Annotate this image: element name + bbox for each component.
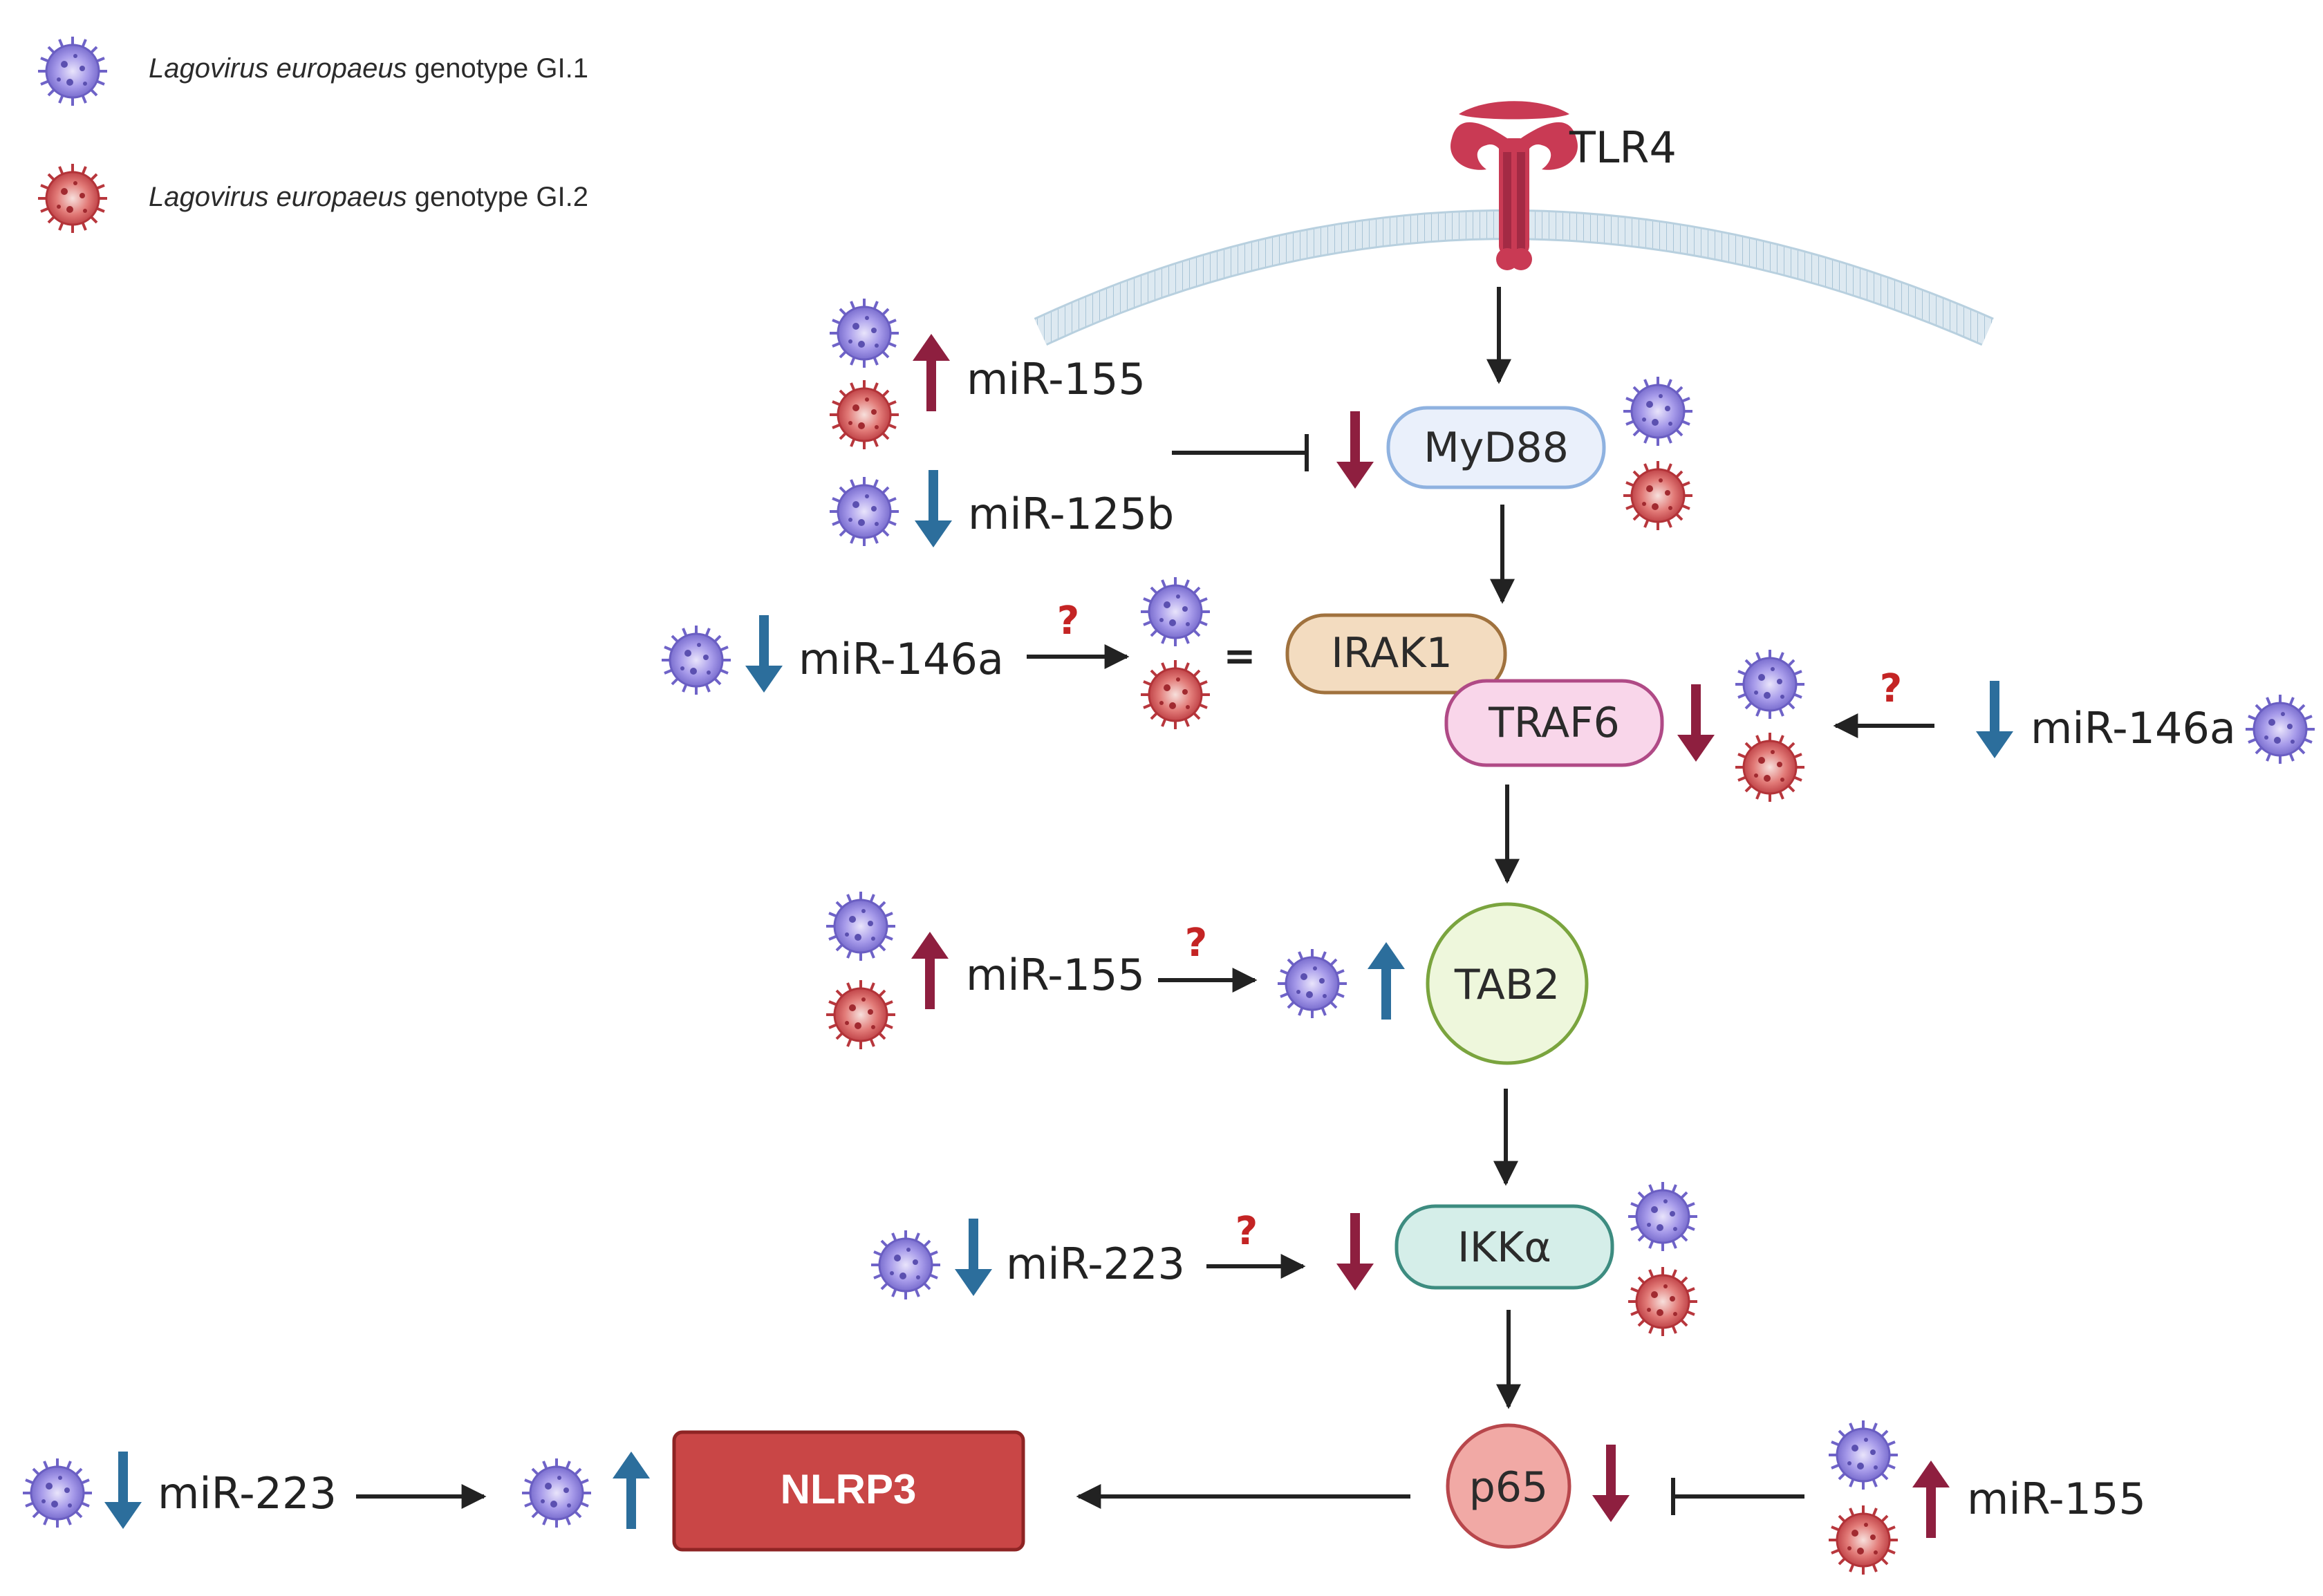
tab2-label: TAB2 xyxy=(1454,961,1560,1009)
gi1-virus-icon xyxy=(21,1457,93,1529)
gi1-virus-icon xyxy=(1276,948,1348,1020)
mir125b-label: miR-125b xyxy=(968,489,1174,539)
legend-gi1-label: Lagovirus europaeus genotype GI.1 xyxy=(149,53,588,84)
down-arrow-icon xyxy=(1336,411,1374,489)
pathway-arrows xyxy=(1076,287,1521,1509)
up-arrow-icon xyxy=(613,1452,650,1529)
gi1-virus-icon xyxy=(1827,1419,1899,1491)
question-mark: ? xyxy=(1185,921,1207,966)
up-arrow-icon xyxy=(1912,1461,1950,1538)
down-arrow-icon xyxy=(955,1219,992,1296)
down-arrow-icon xyxy=(1336,1213,1374,1290)
traf6-label: TRAF6 xyxy=(1488,699,1620,747)
gi1-virus-icon xyxy=(870,1229,942,1301)
legend: Lagovirus europaeus genotype GI.1 Lagovi… xyxy=(37,35,588,234)
gi1-virus-icon xyxy=(828,476,900,547)
gi2-virus-icon xyxy=(1139,659,1211,731)
down-arrow-icon xyxy=(1677,684,1715,762)
gi2-virus-icon xyxy=(1627,1266,1699,1337)
down-arrow-icon xyxy=(745,615,783,693)
tlr4-receptor-icon xyxy=(1450,101,1578,270)
up-arrow-icon xyxy=(911,932,949,1009)
gi2-virus-icon xyxy=(1734,731,1806,803)
gi1-virus-icon xyxy=(1139,576,1211,648)
gi1-virus-icon xyxy=(825,890,897,962)
equals-sign: = xyxy=(1224,634,1256,679)
gi2-virus-icon xyxy=(37,162,109,234)
gi2-virus-icon xyxy=(1622,460,1694,532)
up-arrow-icon xyxy=(913,334,950,411)
legend-gi2-label: Lagovirus europaeus genotype GI.2 xyxy=(149,182,588,212)
mir155-top-label: miR-155 xyxy=(967,354,1146,404)
gi1-virus-icon xyxy=(1622,375,1694,447)
gi2-virus-icon xyxy=(828,379,900,451)
p65-label: p65 xyxy=(1469,1463,1548,1512)
mir155-mid-label: miR-155 xyxy=(966,950,1145,1000)
down-arrow-icon xyxy=(1976,681,2013,758)
gi2-virus-icon xyxy=(825,979,897,1051)
gi1-virus-icon xyxy=(828,297,900,369)
mir146a-right-label: miR-146a xyxy=(2031,703,2236,753)
ikka-label: IKKα xyxy=(1457,1223,1551,1272)
nlrp3-label: NLRP3 xyxy=(781,1466,917,1512)
tlr4-label: TLR4 xyxy=(1569,122,1677,173)
gi1-virus-icon xyxy=(1627,1181,1699,1252)
node-nlrp3: NLRP3 xyxy=(672,1430,1025,1552)
mir146a-left-label: miR-146a xyxy=(799,634,1004,684)
inhibition-arrow-to-p65 xyxy=(1671,1478,1804,1515)
node-traf6: TRAF6 xyxy=(1444,679,1664,767)
up-arrow-icon xyxy=(1368,942,1405,1020)
down-arrow-icon xyxy=(104,1452,142,1529)
myd88-label: MyD88 xyxy=(1424,424,1569,472)
node-irak1: IRAK1 xyxy=(1285,613,1507,695)
question-mark: ? xyxy=(1880,666,1902,711)
node-ikka: IKKα xyxy=(1394,1204,1614,1290)
gi1-virus-icon xyxy=(1734,648,1806,720)
mir223-bottom-label: miR-223 xyxy=(158,1468,337,1519)
gi1-virus-icon xyxy=(37,35,109,107)
down-arrow-icon xyxy=(915,470,952,547)
node-myd88: MyD88 xyxy=(1386,406,1606,489)
question-mark: ? xyxy=(1235,1209,1258,1254)
inhibition-arrow-to-myd88 xyxy=(1172,434,1309,471)
node-tab2: TAB2 xyxy=(1426,902,1589,1065)
gi1-virus-icon xyxy=(660,624,732,696)
irak1-label: IRAK1 xyxy=(1331,629,1453,677)
gi2-virus-icon xyxy=(1827,1504,1899,1576)
gi1-virus-icon xyxy=(2244,693,2316,765)
mir155-bottom-label: miR-155 xyxy=(1967,1474,2146,1524)
mir223-mid-label: miR-223 xyxy=(1006,1239,1185,1289)
down-arrow-icon xyxy=(1592,1445,1630,1522)
gi1-virus-icon xyxy=(521,1457,593,1529)
question-mark: ? xyxy=(1057,599,1079,644)
node-p65: p65 xyxy=(1446,1423,1571,1549)
